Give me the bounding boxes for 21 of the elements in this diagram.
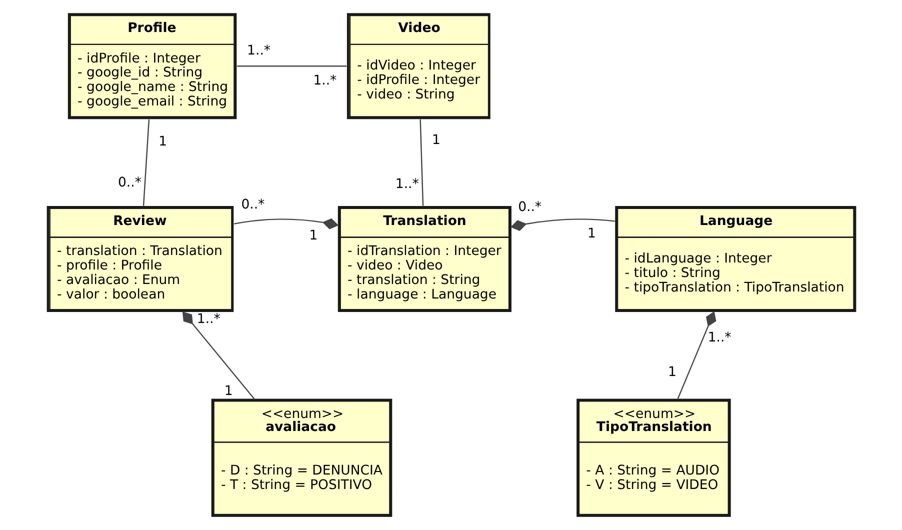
connector (182, 311, 254, 400)
label: 1 (308, 228, 318, 244)
label: 1 (586, 226, 596, 242)
label: 0..* (117, 176, 141, 191)
label: 1 (667, 365, 676, 380)
label: 1 (431, 132, 440, 148)
connector (419, 119, 424, 206)
label: 1..* (707, 330, 731, 346)
label: 0..* (240, 197, 264, 212)
connector (236, 66, 346, 67)
label: 1..* (246, 43, 270, 58)
connector (676, 311, 716, 399)
label: 1..* (394, 176, 418, 192)
connector (234, 218, 338, 230)
label: 1..* (196, 312, 220, 327)
label: 1 (224, 384, 232, 399)
label: 1 (158, 134, 167, 150)
connector (142, 119, 150, 206)
connector (510, 218, 614, 231)
label: 1..* (312, 74, 336, 89)
label: 0..* (518, 200, 542, 216)
